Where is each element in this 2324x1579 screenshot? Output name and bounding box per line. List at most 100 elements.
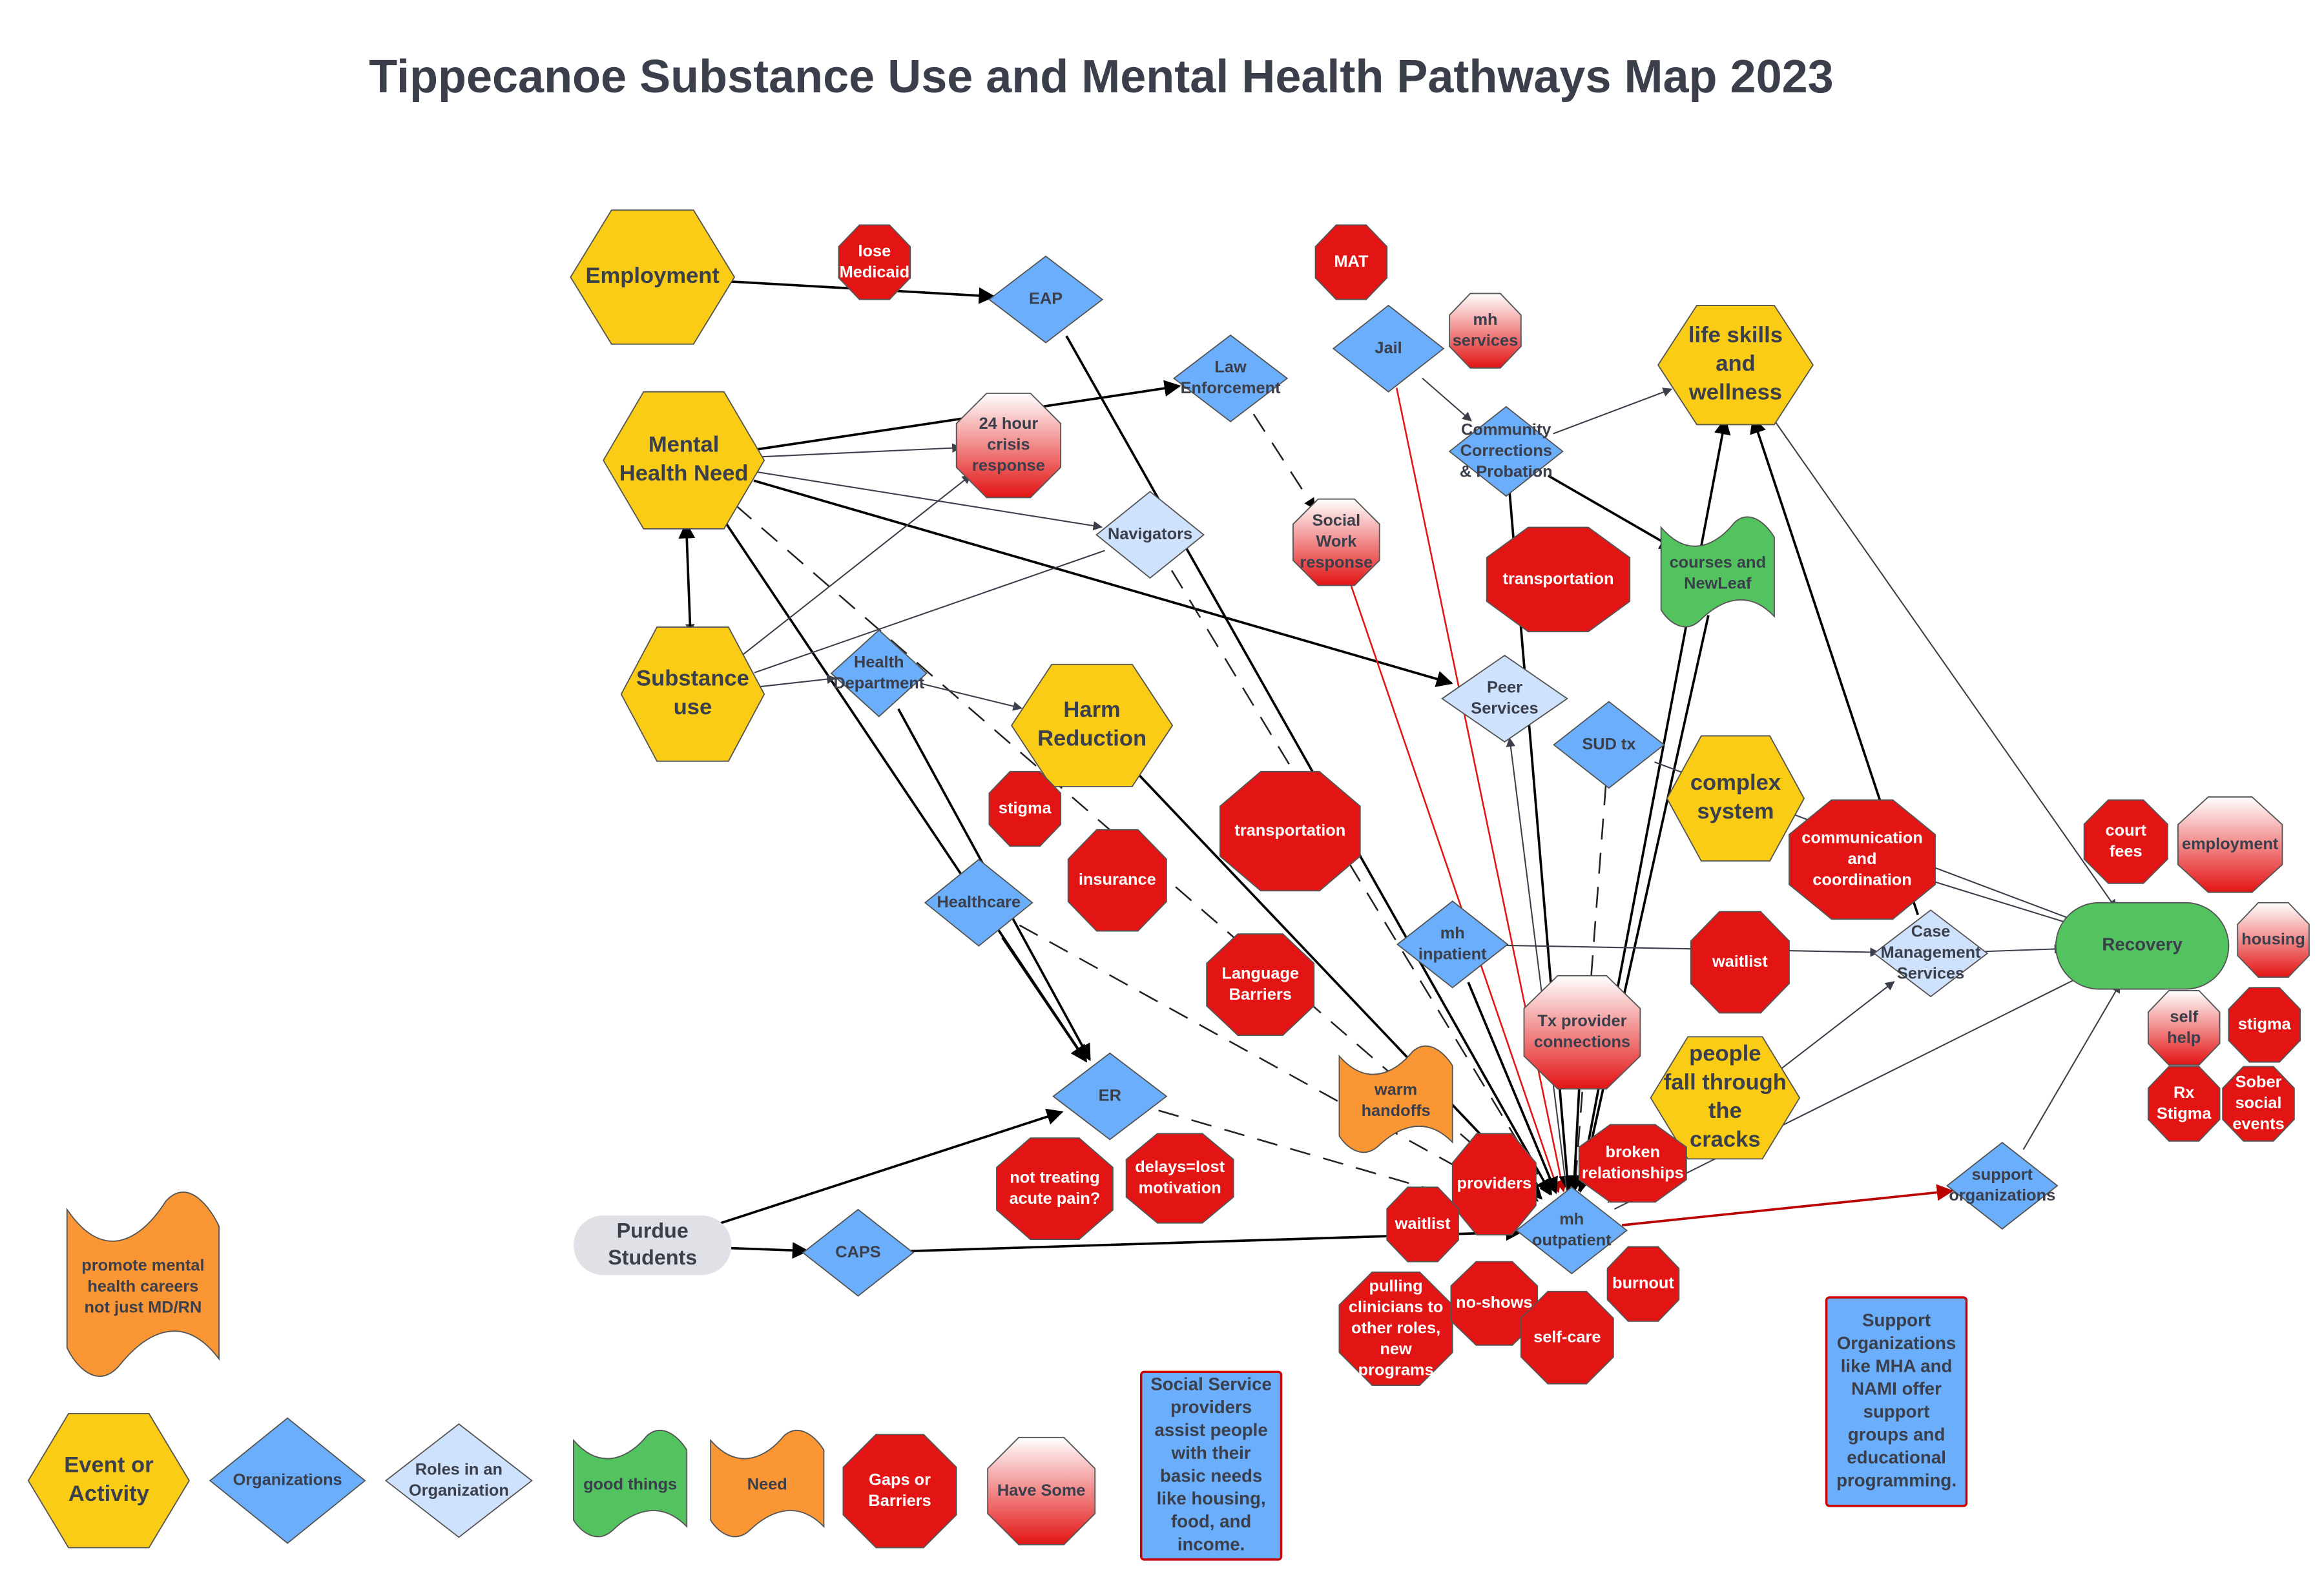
label-line: use [674, 695, 712, 719]
node-substance[interactable]: Substance use [620, 626, 765, 762]
octagon-shape [2228, 987, 2301, 1063]
node-label: waitlist [1712, 953, 1769, 971]
diamond-shape [924, 858, 1033, 947]
node-housing[interactable]: housing [2237, 902, 2310, 978]
node-er[interactable]: ER [1052, 1052, 1168, 1140]
node-label: burnout [1612, 1274, 1674, 1292]
octagon-shape [1523, 975, 1641, 1090]
node-waitlist1[interactable]: waitlist [1690, 911, 1790, 1014]
node-navigators[interactable]: Navigators [1095, 491, 1205, 579]
label-line: new [1380, 1340, 1412, 1358]
node-mat[interactable]: MAT [1314, 224, 1388, 300]
node-selfcare[interactable]: self-care [1520, 1290, 1614, 1385]
legend-leg-good[interactable]: good things [573, 1430, 688, 1538]
node-stigma2[interactable]: stigma [2228, 987, 2301, 1063]
label-line: life skills [1688, 323, 1783, 347]
label-line: Reduction [1037, 727, 1146, 751]
node-employment2[interactable]: employment [2177, 796, 2283, 893]
hexagon-shape [1650, 1036, 1801, 1160]
node-burnout[interactable]: burnout [1606, 1246, 1680, 1322]
node-providers[interactable]: providers [1451, 1133, 1537, 1236]
label-line: waitlist [1395, 1215, 1451, 1233]
legend-leg-need[interactable]: Need [710, 1430, 825, 1538]
connector-substance-to-crisis [742, 474, 972, 655]
node-transport2[interactable]: transportation [1486, 526, 1631, 632]
node-employment[interactable]: Employment [570, 209, 736, 345]
label-line: cracks [1690, 1127, 1761, 1151]
node-eap[interactable]: EAP [988, 255, 1104, 344]
label-line: Jail [1375, 339, 1402, 357]
label-line: Substance [636, 666, 749, 691]
label-line: courses and [1670, 553, 1766, 572]
legend-leg-org[interactable]: Organizations [209, 1417, 366, 1544]
diamond-shape [1440, 654, 1568, 743]
label-line: connections [1534, 1033, 1630, 1051]
legend-leg-have[interactable]: Have Some [987, 1436, 1096, 1545]
node-healthcare[interactable]: Healthcare [924, 858, 1033, 947]
label-line: food, and [1171, 1511, 1251, 1531]
node-transport1[interactable]: transportation [1219, 770, 1361, 892]
label-line: transportation [1234, 821, 1345, 840]
label-line: Activity [68, 1481, 150, 1506]
label-line: Organization [409, 1481, 509, 1500]
label-line: Healthcare [937, 893, 1021, 911]
diamond-shape [209, 1417, 366, 1544]
octagon-shape [2083, 799, 2168, 884]
label-line: clinicians to [1349, 1298, 1444, 1316]
node-sudtx[interactable]: SUD tx [1553, 701, 1665, 789]
node-waitlist2[interactable]: waitlist [1386, 1186, 1459, 1263]
label-line: no-shows [1456, 1294, 1532, 1312]
node-caps[interactable]: CAPS [802, 1208, 915, 1297]
node-recovery[interactable]: Recovery [2055, 902, 2230, 990]
node-insurance[interactable]: insurance [1067, 829, 1167, 932]
node-noshows[interactable]: no-shows [1450, 1261, 1539, 1346]
label-line: providers [1457, 1174, 1532, 1192]
diamond-shape [1873, 909, 1989, 998]
node-jail[interactable]: Jail [1332, 304, 1445, 393]
label-line: good things [583, 1475, 677, 1493]
label-line: ER [1099, 1086, 1121, 1104]
label-line: promote mental [81, 1256, 204, 1274]
node-stigma1[interactable]: stigma [988, 770, 1062, 847]
